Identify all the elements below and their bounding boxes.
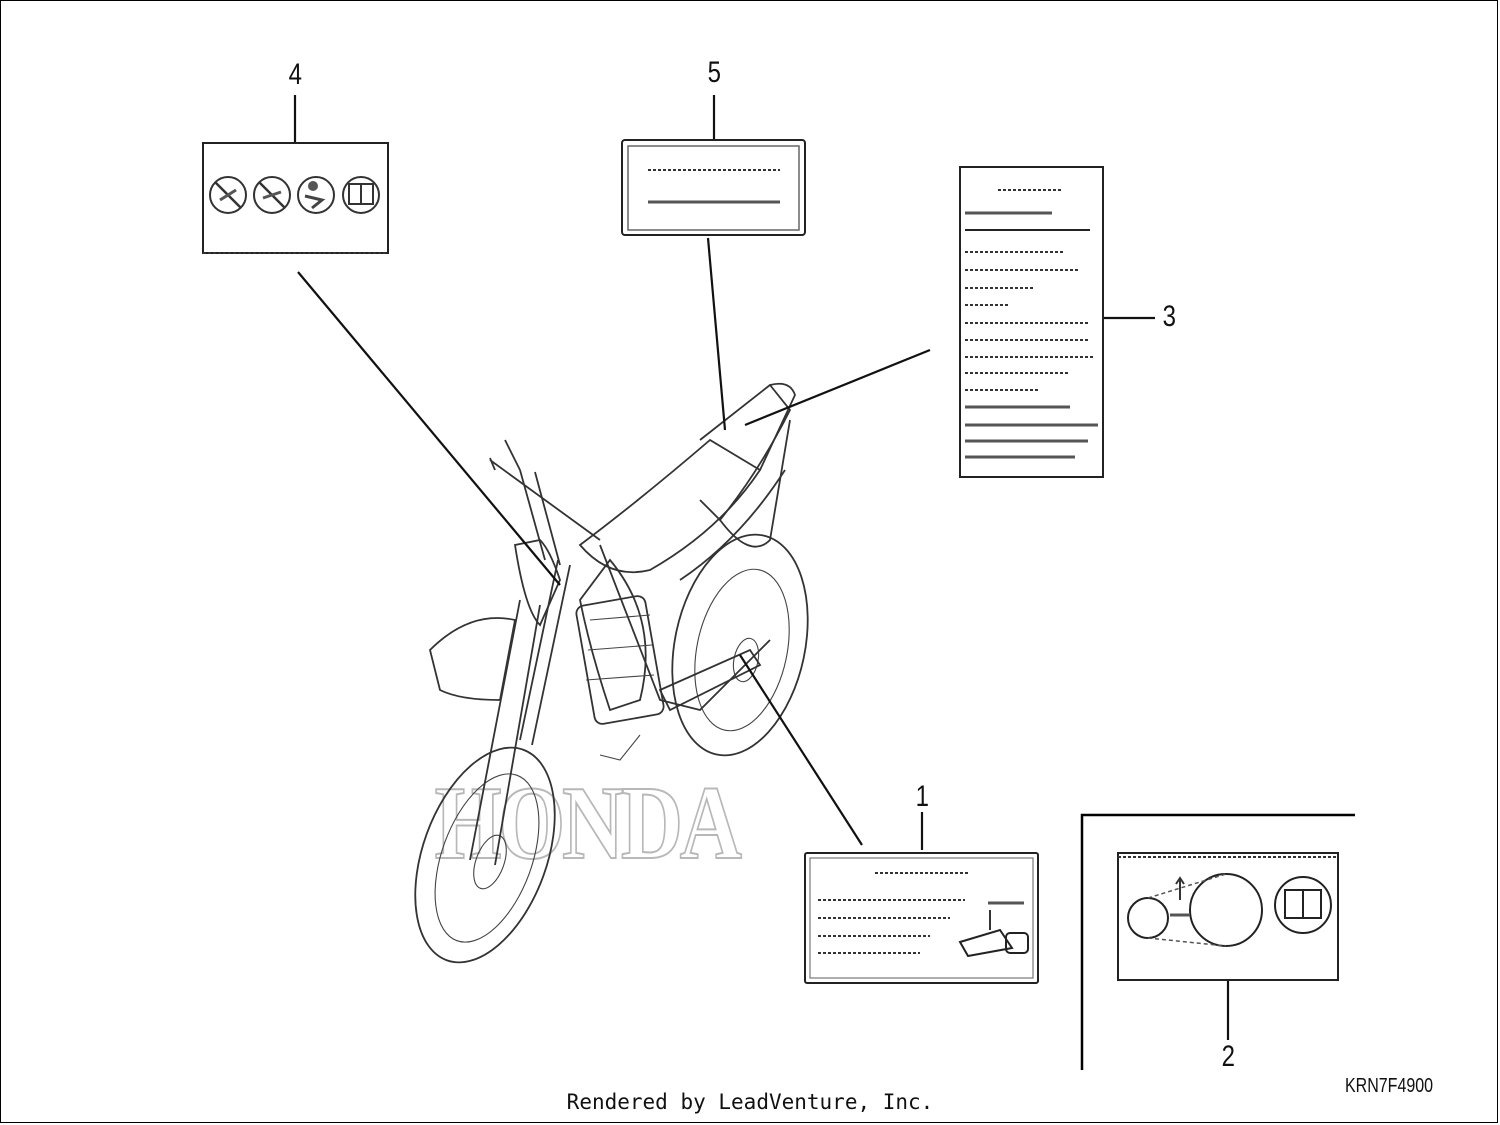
no-passenger-icon	[209, 176, 247, 214]
callout-4: 4	[288, 58, 303, 91]
label-2-tire-pressure	[1117, 852, 1339, 981]
large-tire-icon	[1189, 873, 1263, 947]
read-manual-icon	[1274, 876, 1332, 934]
leader-line-1	[739, 654, 863, 846]
label-3-text-panel	[959, 166, 1104, 478]
inset-divider	[1080, 813, 1355, 1070]
callout-1: 1	[915, 780, 930, 813]
callout-2: 2	[1221, 1040, 1236, 1073]
motorcycle-illustration	[414, 382, 809, 964]
read-manual-icon	[342, 176, 380, 214]
drawing-code: KRN7F4900	[1345, 1075, 1434, 1097]
callout-3: 3	[1162, 300, 1177, 333]
small-tire-icon	[1127, 897, 1169, 939]
label-5	[621, 139, 806, 236]
leader-line-4	[297, 271, 561, 586]
footer-credit: Rendered by LeadVenture, Inc.	[566, 1090, 934, 1114]
no-public-road-icon	[253, 176, 291, 214]
label-1-chain-panel	[804, 852, 1039, 984]
wear-helmet-icon	[297, 176, 335, 214]
leader-line-5	[706, 237, 727, 431]
label-4-warning-icons	[202, 142, 389, 254]
chain-slack-icon	[958, 910, 1029, 958]
leader-line-3	[744, 348, 931, 427]
honda-watermark: HONDA	[435, 764, 742, 881]
callout-5: 5	[707, 56, 722, 89]
